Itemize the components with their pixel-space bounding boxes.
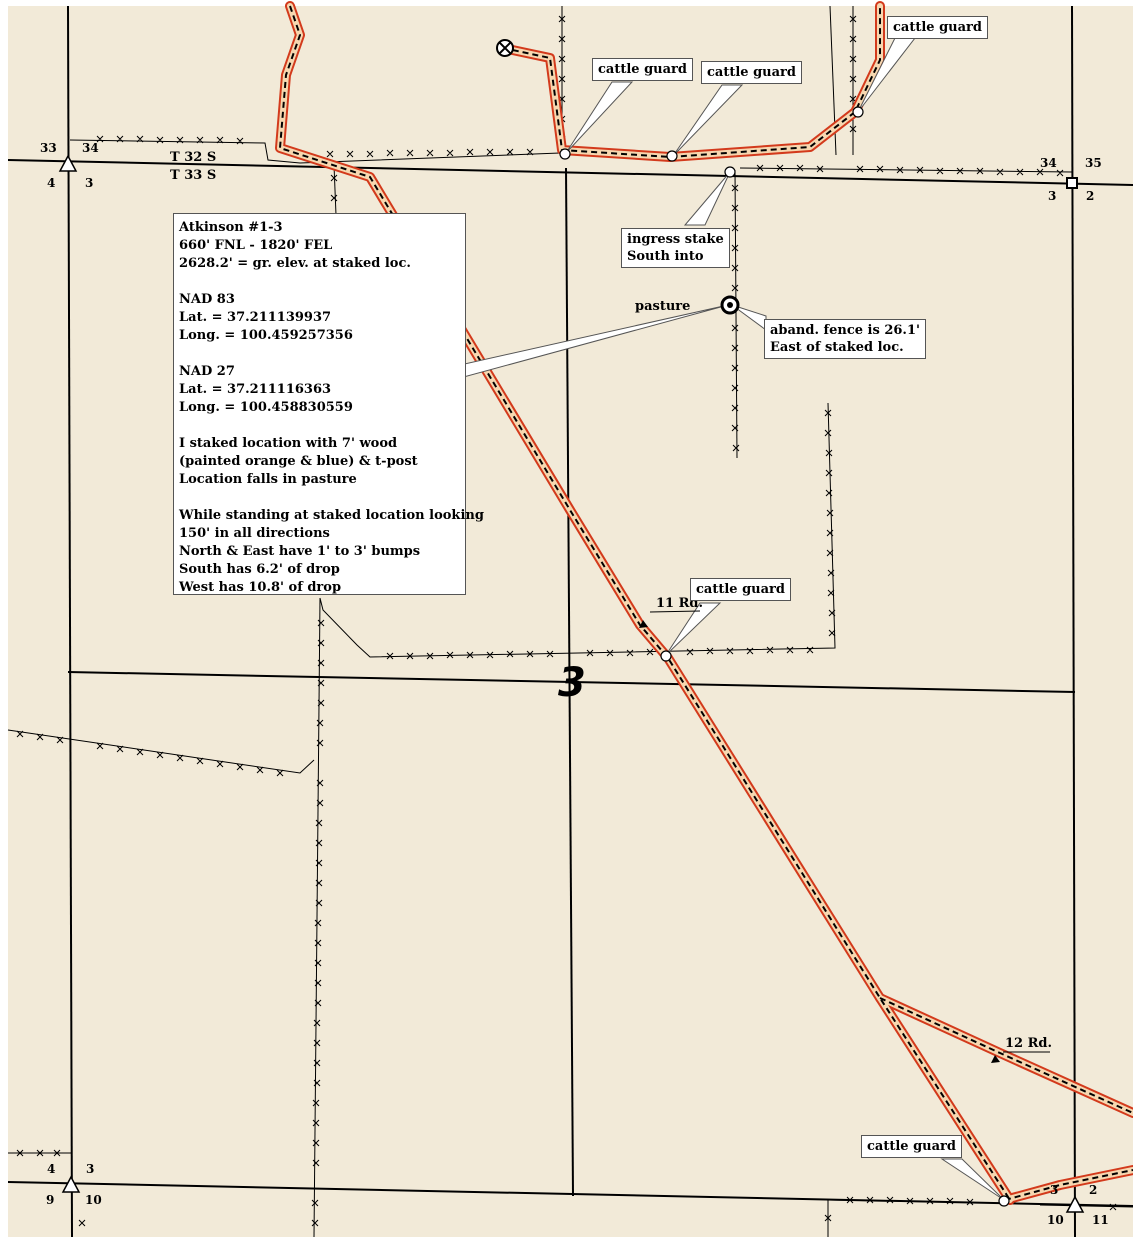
map-symbols <box>58 39 1085 1213</box>
corner-label: 3 <box>1048 189 1057 203</box>
corner-label: 35 <box>1085 156 1102 170</box>
cattle-guard-callout: cattle guard <box>861 1135 962 1158</box>
corner-label: 34 <box>82 141 99 155</box>
section-corner-triangle <box>1065 1195 1085 1213</box>
info-line: Lat. = 37.211116363 <box>179 382 332 397</box>
cattle-guard-marker <box>559 148 571 160</box>
info-line: NAD 83 <box>179 292 235 307</box>
section-corner-marker <box>1066 177 1078 189</box>
corner-label: 3 <box>86 1162 95 1176</box>
map-background <box>8 6 1133 1237</box>
section-lines <box>7 5 1133 1237</box>
info-line: Location falls in pasture <box>179 472 357 487</box>
fence-ticks <box>16 15 1117 1227</box>
corner-label: 3 <box>1050 1183 1059 1197</box>
info-line: I staked location with 7' wood <box>179 436 398 451</box>
cattle-guard-marker <box>998 1195 1010 1207</box>
section-corner-triangle <box>61 1175 81 1193</box>
township-label: T 32 S <box>170 150 217 165</box>
info-line <box>179 345 465 363</box>
info-line: While standing at staked location lookin… <box>179 508 484 523</box>
cattle-guard-callout: cattle guard <box>690 578 791 601</box>
info-line: Lat. = 37.211139937 <box>179 310 332 325</box>
info-line: NAD 27 <box>179 364 235 379</box>
cattle-guard-marker <box>852 106 864 118</box>
info-line: Long. = 100.459257356 <box>179 328 353 343</box>
cattle-guard-callout: cattle guard <box>592 58 693 81</box>
info-line <box>179 417 465 435</box>
corner-label: 4 <box>47 1162 56 1176</box>
info-line: Atkinson #1-3 <box>179 220 283 235</box>
road-marker <box>991 1055 1000 1063</box>
info-line: 660' FNL - 1820' FEL <box>179 238 333 253</box>
road-label-12: 12 Rd. <box>1005 1036 1053 1051</box>
cattle-guard-callout: cattle guard <box>701 61 802 84</box>
leader-lines <box>459 37 1005 1201</box>
info-line: South has 6.2' of drop <box>179 562 340 577</box>
corner-label: 33 <box>40 141 57 155</box>
corner-label: 10 <box>1047 1213 1064 1227</box>
corner-label: 10 <box>85 1193 102 1207</box>
section-corner-triangle <box>58 154 78 172</box>
corner-label: 2 <box>1089 1183 1098 1197</box>
info-line: West has 10.8' of drop <box>179 580 342 595</box>
info-line: North & East have 1' to 3' bumps <box>179 544 421 559</box>
roads <box>275 1 1133 1205</box>
road-marker <box>639 620 648 628</box>
corner-label: 3 <box>85 176 94 190</box>
cattle-guard-marker <box>666 150 678 162</box>
info-line <box>179 489 465 507</box>
info-line: (painted orange & blue) & t-post <box>179 454 418 469</box>
staked-location-info-box: Atkinson #1-3 660' FNL - 1820' FEL 2628.2'… <box>173 213 484 595</box>
corner-label: 4 <box>47 176 56 190</box>
cattle-guard-marker <box>660 650 672 662</box>
pasture-label: pasture <box>635 299 691 314</box>
ingress-callout: ingress stake South into <box>621 228 730 268</box>
fence-lines <box>7 5 1133 1237</box>
corner-label: 11 <box>1092 1213 1109 1227</box>
info-line: 150' in all directions <box>179 526 330 541</box>
fence-callout: aband. fence is 26.1' East of staked loc… <box>764 319 926 359</box>
section-number: 3 <box>558 660 586 706</box>
cattle-guard-callout: cattle guard <box>887 16 988 39</box>
corner-label: 34 <box>1040 156 1057 170</box>
ingress-marker <box>724 166 736 178</box>
info-line: 2628.2' = gr. elev. at staked loc. <box>179 256 411 271</box>
info-line: Long. = 100.458830559 <box>179 400 353 415</box>
corner-label: 9 <box>46 1193 55 1207</box>
corner-label: 2 <box>1086 189 1095 203</box>
info-line <box>179 273 465 291</box>
township-label: T 33 S <box>170 168 217 183</box>
